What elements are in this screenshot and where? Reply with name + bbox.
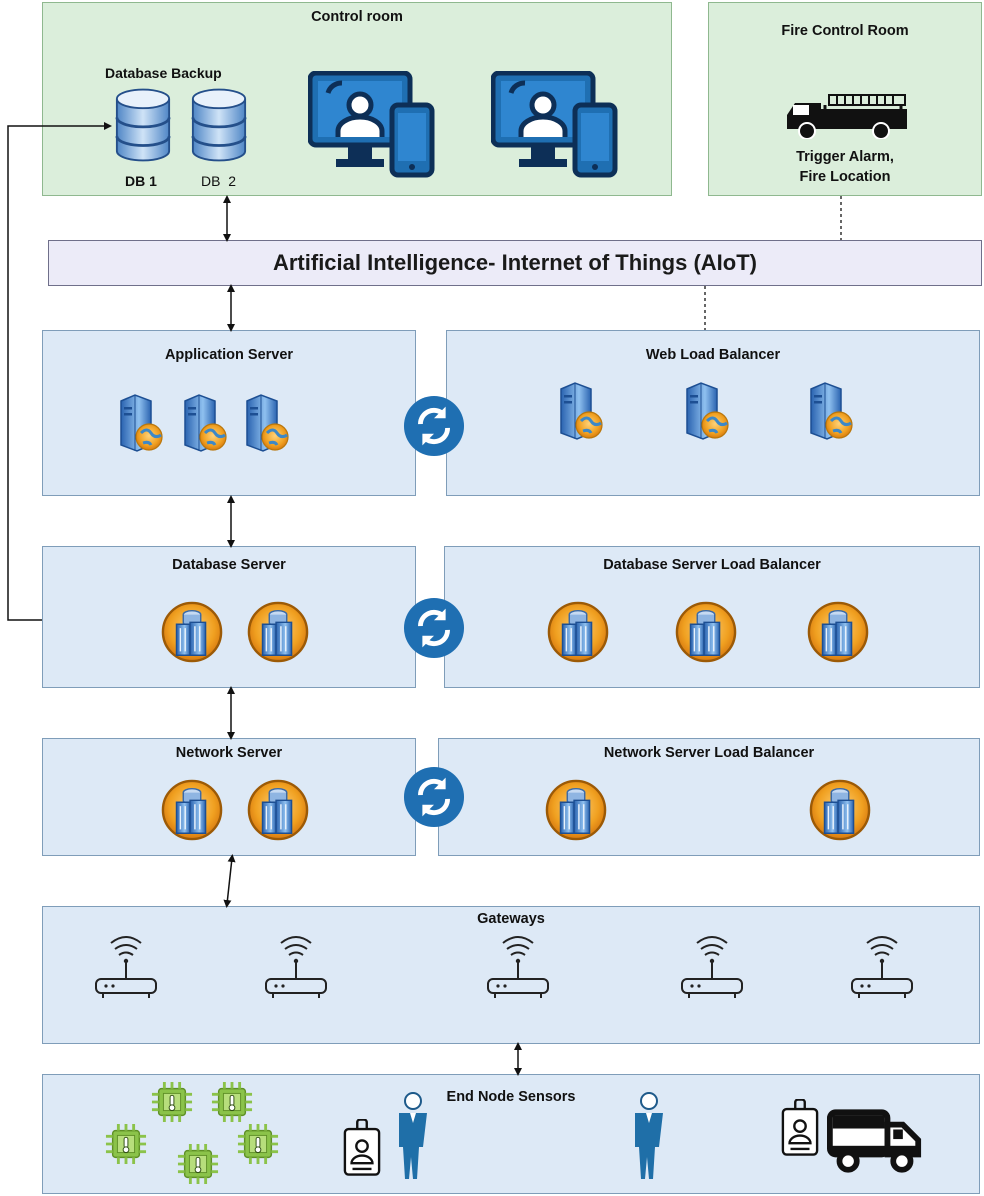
fire-control-room-title: Fire Control Room	[781, 23, 909, 39]
network-server-title: Network Server	[175, 745, 283, 761]
network-gateway-connector	[223, 854, 236, 908]
db2-label: DB 2	[201, 173, 237, 189]
database-load-balancer-panel: Database Server Load Balancer	[444, 546, 980, 688]
database-server-title: Database Server	[172, 557, 286, 573]
web-load-balancer-panel: Web Load Balancer	[446, 330, 980, 496]
network-load-balancer-panel: Network Server Load Balancer	[438, 738, 980, 856]
fire-location-label: Fire Location	[799, 169, 891, 185]
control-room-title: Control room	[311, 9, 403, 25]
control-room-panel: Control room Database Backup DB 1 DB 2	[42, 2, 672, 196]
gateways-title: Gateways	[477, 911, 545, 927]
network-load-balancer-title: Network Server Load Balancer	[603, 745, 815, 761]
trigger-alarm-label: Trigger Alarm,	[796, 149, 894, 165]
database-backup-label: Database Backup	[105, 65, 222, 81]
end-node-sensors-title: End Node Sensors	[446, 1089, 576, 1105]
application-server-title: Application Server	[164, 347, 294, 363]
database-server-panel: Database Server	[42, 546, 416, 688]
aiot-bar: Artificial Intelligence- Internet of Thi…	[48, 240, 982, 286]
aiot-title: Artificial Intelligence- Internet of Thi…	[272, 250, 757, 275]
backup-connector	[7, 122, 112, 621]
gateways-panel: Gateways	[42, 906, 980, 1044]
network-server-panel: Network Server	[42, 738, 416, 856]
application-server-panel: Application Server	[42, 330, 416, 496]
db1-label: DB 1	[125, 173, 157, 189]
fire-control-room-panel: Fire Control Room Trigger Alarm, Fire Lo…	[708, 2, 982, 196]
end-node-sensors-panel: End Node Sensors	[42, 1074, 980, 1194]
database-load-balancer-title: Database Server Load Balancer	[603, 557, 821, 573]
web-load-balancer-title: Web Load Balancer	[645, 347, 781, 363]
